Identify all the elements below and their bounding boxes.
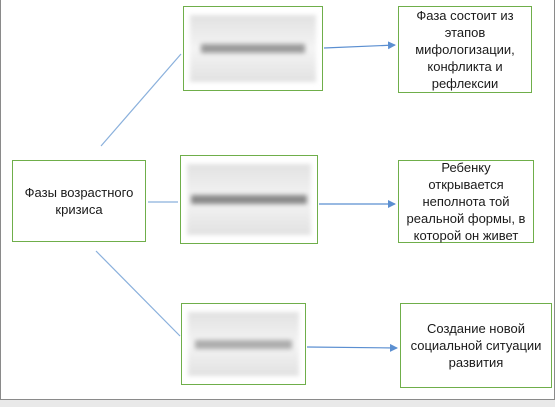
root-node: Фазы возрастного кризиса [12,160,146,242]
bottom-strip [0,400,555,407]
phase-node-1 [183,6,323,91]
phase-node-3 [181,303,306,385]
phase-node-3-label [195,339,292,349]
arrow-phase-1-to-description [323,41,396,50]
phase-3-description-text: Создание новой социальной ситуации разви… [410,321,542,370]
phase-3-description: Создание новой социальной ситуации разви… [400,303,552,388]
connector-root-to-phase-3 [95,250,181,337]
arrow-phase-3-to-description [306,343,398,352]
connector-root-to-phase-1 [100,53,182,147]
phase-node-1-label [200,44,306,53]
root-node-label: Фазы возрастного кризиса [24,185,134,217]
phase-2-description-text: Ребенку открывается неполнота той реальн… [406,160,526,243]
phase-2-description: Ребенку открывается неполнота той реальн… [398,160,534,243]
phase-1-description: Фаза состоит из этапов мифологизации, ко… [398,6,532,93]
phase-1-description-text: Фаза состоит из этапов мифологизации, ко… [415,8,515,91]
phase-node-2-label [190,195,308,204]
phase-node-2 [180,155,318,244]
